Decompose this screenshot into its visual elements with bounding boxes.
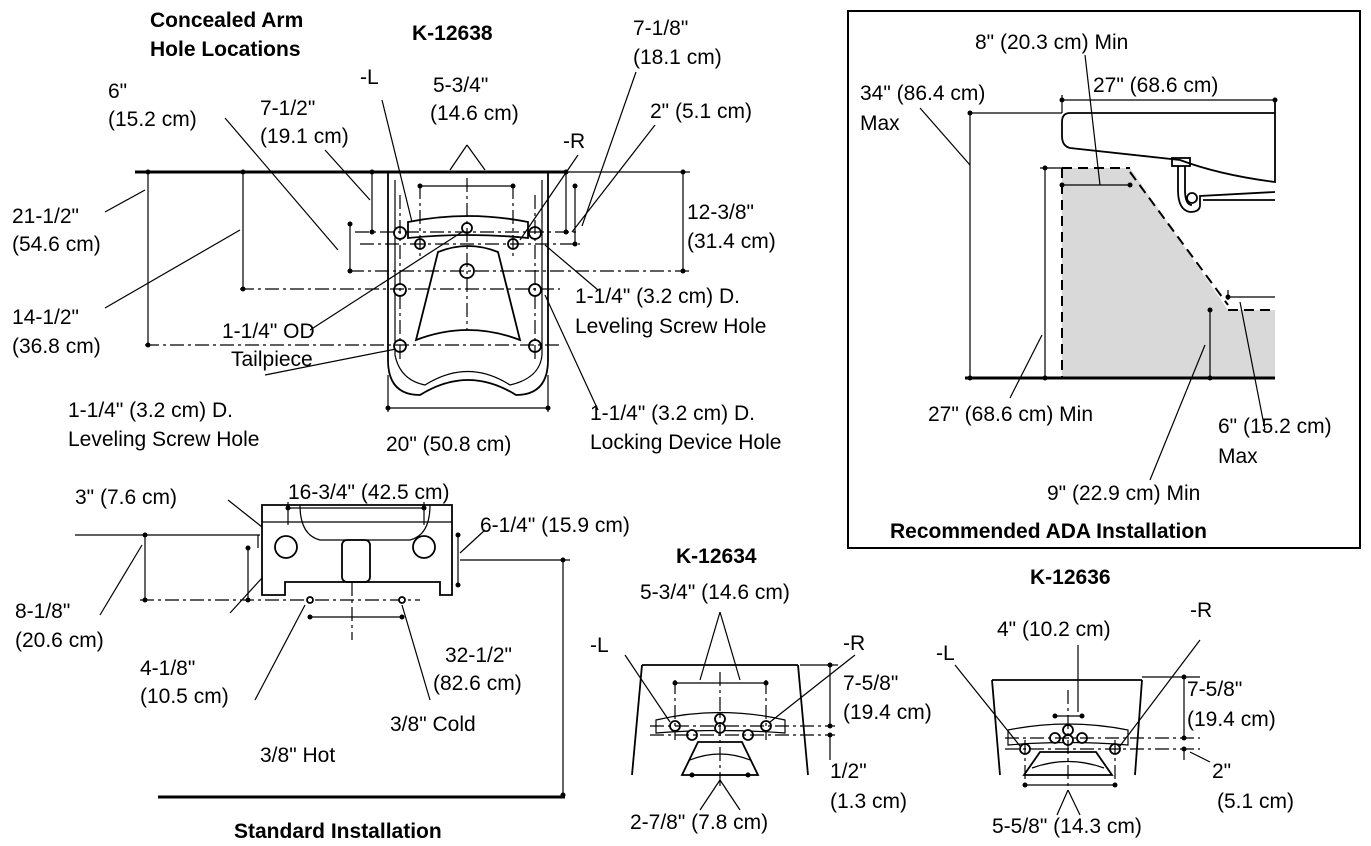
k12636-L-label: -L (936, 642, 955, 665)
k12638-14-1-2-label-2: (36.8 cm) (12, 335, 101, 358)
k12638-12-3-8-label-2: (31.4 cm) (687, 230, 776, 253)
ada-9in-min-label: 9" (22.9 cm) Min (1047, 482, 1200, 505)
ada-frame (847, 10, 1361, 549)
k12634-drawing (624, 611, 856, 811)
k12638-21-1-2-label-1: 21-1/2" (12, 205, 79, 228)
k12638-5-3-4-label-1: 5-3/4" (433, 74, 488, 97)
concealed-arm-title-line2: Hole Locations (150, 38, 301, 61)
leveling-hole-right-label-2: Leveling Screw Hole (575, 315, 766, 338)
k12634-1-2-label-2: (1.3 cm) (830, 790, 907, 813)
k12634-L-label: -L (590, 634, 609, 657)
k12634-1-2-label-1: 1/2" (830, 760, 867, 783)
k12638-top-view (104, 71, 690, 412)
k12638-title: K-12638 (412, 22, 493, 45)
standard-4-1-8-label-2: (10.5 cm) (140, 685, 229, 708)
standard-16-3-4-label: 16-3/4" (42.5 cm) (288, 481, 450, 504)
k12638-7-1-2-label-1: 7-1/2" (260, 97, 315, 120)
standard-32-1-2-label-2: (82.6 cm) (433, 672, 522, 695)
ada-installation-drawing (919, 54, 1278, 481)
tailpiece-label-2: Tailpiece (231, 348, 313, 371)
k12634-5-3-4-label: 5-3/4" (14.6 cm) (640, 581, 790, 604)
k12636-2in-label-2: (5.1 cm) (1217, 790, 1294, 813)
leveling-hole-left-label-1: 1-1/4" (3.2 cm) D. (68, 399, 233, 422)
k12638-12-3-8-label-1: 12-3/8" (687, 201, 754, 224)
k12634-7-5-8-label-1: 7-5/8" (843, 672, 898, 695)
k12638-7-1-8-label-2: (18.1 cm) (633, 46, 722, 69)
standard-8-1-8-label-2: (20.6 cm) (15, 629, 104, 652)
ada-6in-max-label-2: Max (1218, 445, 1258, 468)
k12636-7-5-8-label-1: 7-5/8" (1187, 678, 1242, 701)
ada-installation-title: Recommended ADA Installation (890, 520, 1207, 543)
k12638-21-1-2-label-2: (54.6 cm) (12, 233, 101, 256)
k12638-7-1-2-label-2: (19.1 cm) (260, 125, 349, 148)
k12636-7-5-8-label-2: (19.4 cm) (1187, 708, 1276, 731)
standard-hot-label: 3/8" Hot (260, 744, 335, 767)
k12636-4in-label: 4" (10.2 cm) (997, 618, 1111, 641)
locking-hole-label-2: Locking Device Hole (590, 431, 781, 454)
standard-4-1-8-label-1: 4-1/8" (140, 657, 195, 680)
ada-34in-max-label-1: 34" (86.4 cm) (860, 82, 985, 105)
k12638-L-label: -L (360, 66, 379, 89)
k12636-5-5-8-label: 5-5/8" (14.3 cm) (992, 815, 1142, 838)
k12636-2in-label-1: 2" (1212, 760, 1231, 783)
ada-8in-min-label: 8" (20.3 cm) Min (975, 31, 1128, 54)
ada-clearance-zone (1062, 168, 1275, 378)
k12638-width-label: 20" (50.8 cm) (386, 433, 511, 456)
standard-6-1-4-label: 6-1/4" (15.9 cm) (480, 514, 630, 537)
k12634-R-label: -R (843, 632, 865, 655)
k12638-6in-label-1: 6" (108, 80, 127, 103)
standard-8-1-8-label-1: 8-1/8" (15, 600, 70, 623)
ada-27in-label: 27" (68.6 cm) (1093, 74, 1218, 97)
k12638-6in-label-2: (15.2 cm) (108, 108, 197, 131)
k12638-5-3-4-label-2: (14.6 cm) (430, 102, 519, 125)
k12634-2-7-8-label: 2-7/8" (7.8 cm) (630, 811, 768, 834)
tailpiece-label-1: 1-1/4" OD (222, 320, 315, 343)
ada-34in-max-label-2: Max (860, 112, 900, 135)
ada-27in-min-label: 27" (68.6 cm) Min (928, 403, 1093, 426)
leveling-hole-left-label-2: Leveling Screw Hole (68, 428, 259, 451)
k12636-title: K-12636 (1030, 566, 1111, 589)
k12634-title: K-12634 (676, 545, 757, 568)
k12636-drawing (954, 639, 1211, 816)
ada-6in-max-label-1: 6" (15.2 cm) (1218, 415, 1332, 438)
k12638-7-1-8-label-1: 7-1/8" (633, 17, 688, 40)
standard-3in-label: 3" (7.6 cm) (75, 486, 177, 509)
standard-installation-drawing (75, 499, 570, 799)
k12634-7-5-8-label-2: (19.4 cm) (843, 701, 932, 724)
k12638-R-label: -R (563, 130, 585, 153)
standard-32-1-2-label-1: 32-1/2" (445, 644, 512, 667)
k12638-2in-label: 2" (5.1 cm) (650, 100, 752, 123)
concealed-arm-title-line1: Concealed Arm (150, 9, 303, 32)
k12638-14-1-2-label-1: 14-1/2" (12, 306, 79, 329)
k12636-R-label: -R (1190, 599, 1212, 622)
standard-cold-label: 3/8" Cold (390, 713, 476, 736)
standard-installation-title: Standard Installation (234, 820, 442, 843)
leveling-hole-right-label-1: 1-1/4" (3.2 cm) D. (575, 285, 740, 308)
locking-hole-label-1: 1-1/4" (3.2 cm) D. (590, 402, 755, 425)
